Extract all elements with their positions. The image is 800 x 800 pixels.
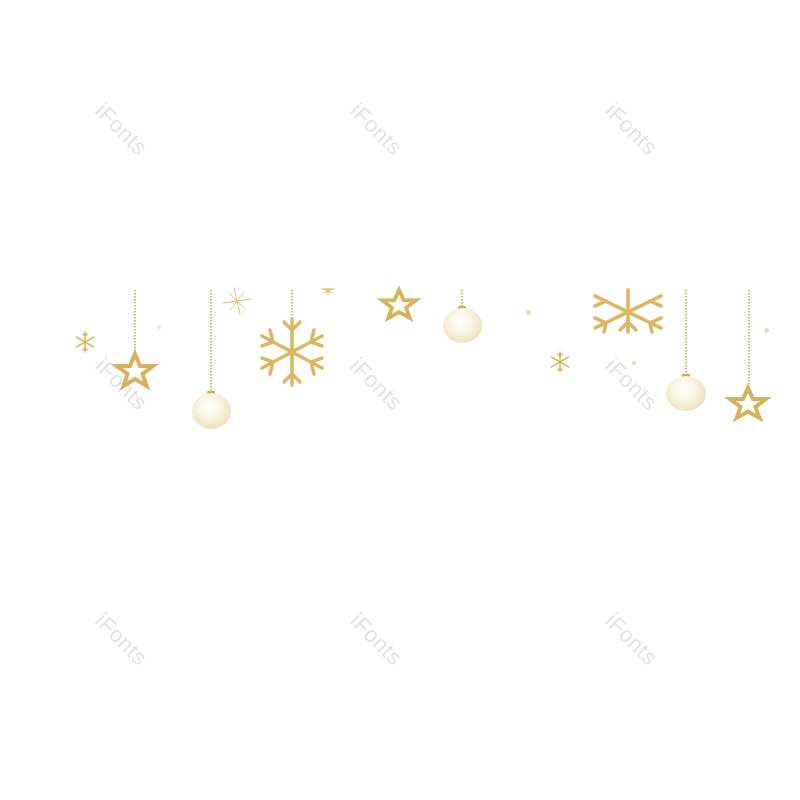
watermark-text: iFonts [600,98,663,161]
sparkle-dot [764,328,769,333]
ornament-string [685,290,687,376]
star-icon [376,285,422,323]
watermark-text: iFonts [90,608,153,671]
ornament-string [134,290,136,356]
sparkle-dot [632,361,636,365]
snowflake-icon [321,288,335,296]
watermark-text: iFonts [345,353,408,416]
sparkle-icon [222,287,252,315]
sparkle-dot [526,310,531,315]
star-icon [111,348,159,391]
pearl-ball-ornament [443,308,482,343]
ornament-string [748,290,750,388]
snowflake-icon [260,317,324,387]
snowflake-icon [75,331,95,353]
ornament-string [461,290,463,308]
watermark-text: iFonts [345,98,408,161]
pearl-ball-ornament [192,393,231,429]
watermark-text: iFonts [90,98,153,161]
snowflake-icon [593,288,663,334]
star-icon [724,383,772,423]
ornament-string [210,290,212,392]
watermark-text: iFonts [600,608,663,671]
pearl-ball-ornament [666,376,706,411]
sparkle-dot [157,325,161,329]
ornament-string [291,290,293,320]
snowflake-icon [550,351,570,373]
watermark-text: iFonts [345,608,408,671]
